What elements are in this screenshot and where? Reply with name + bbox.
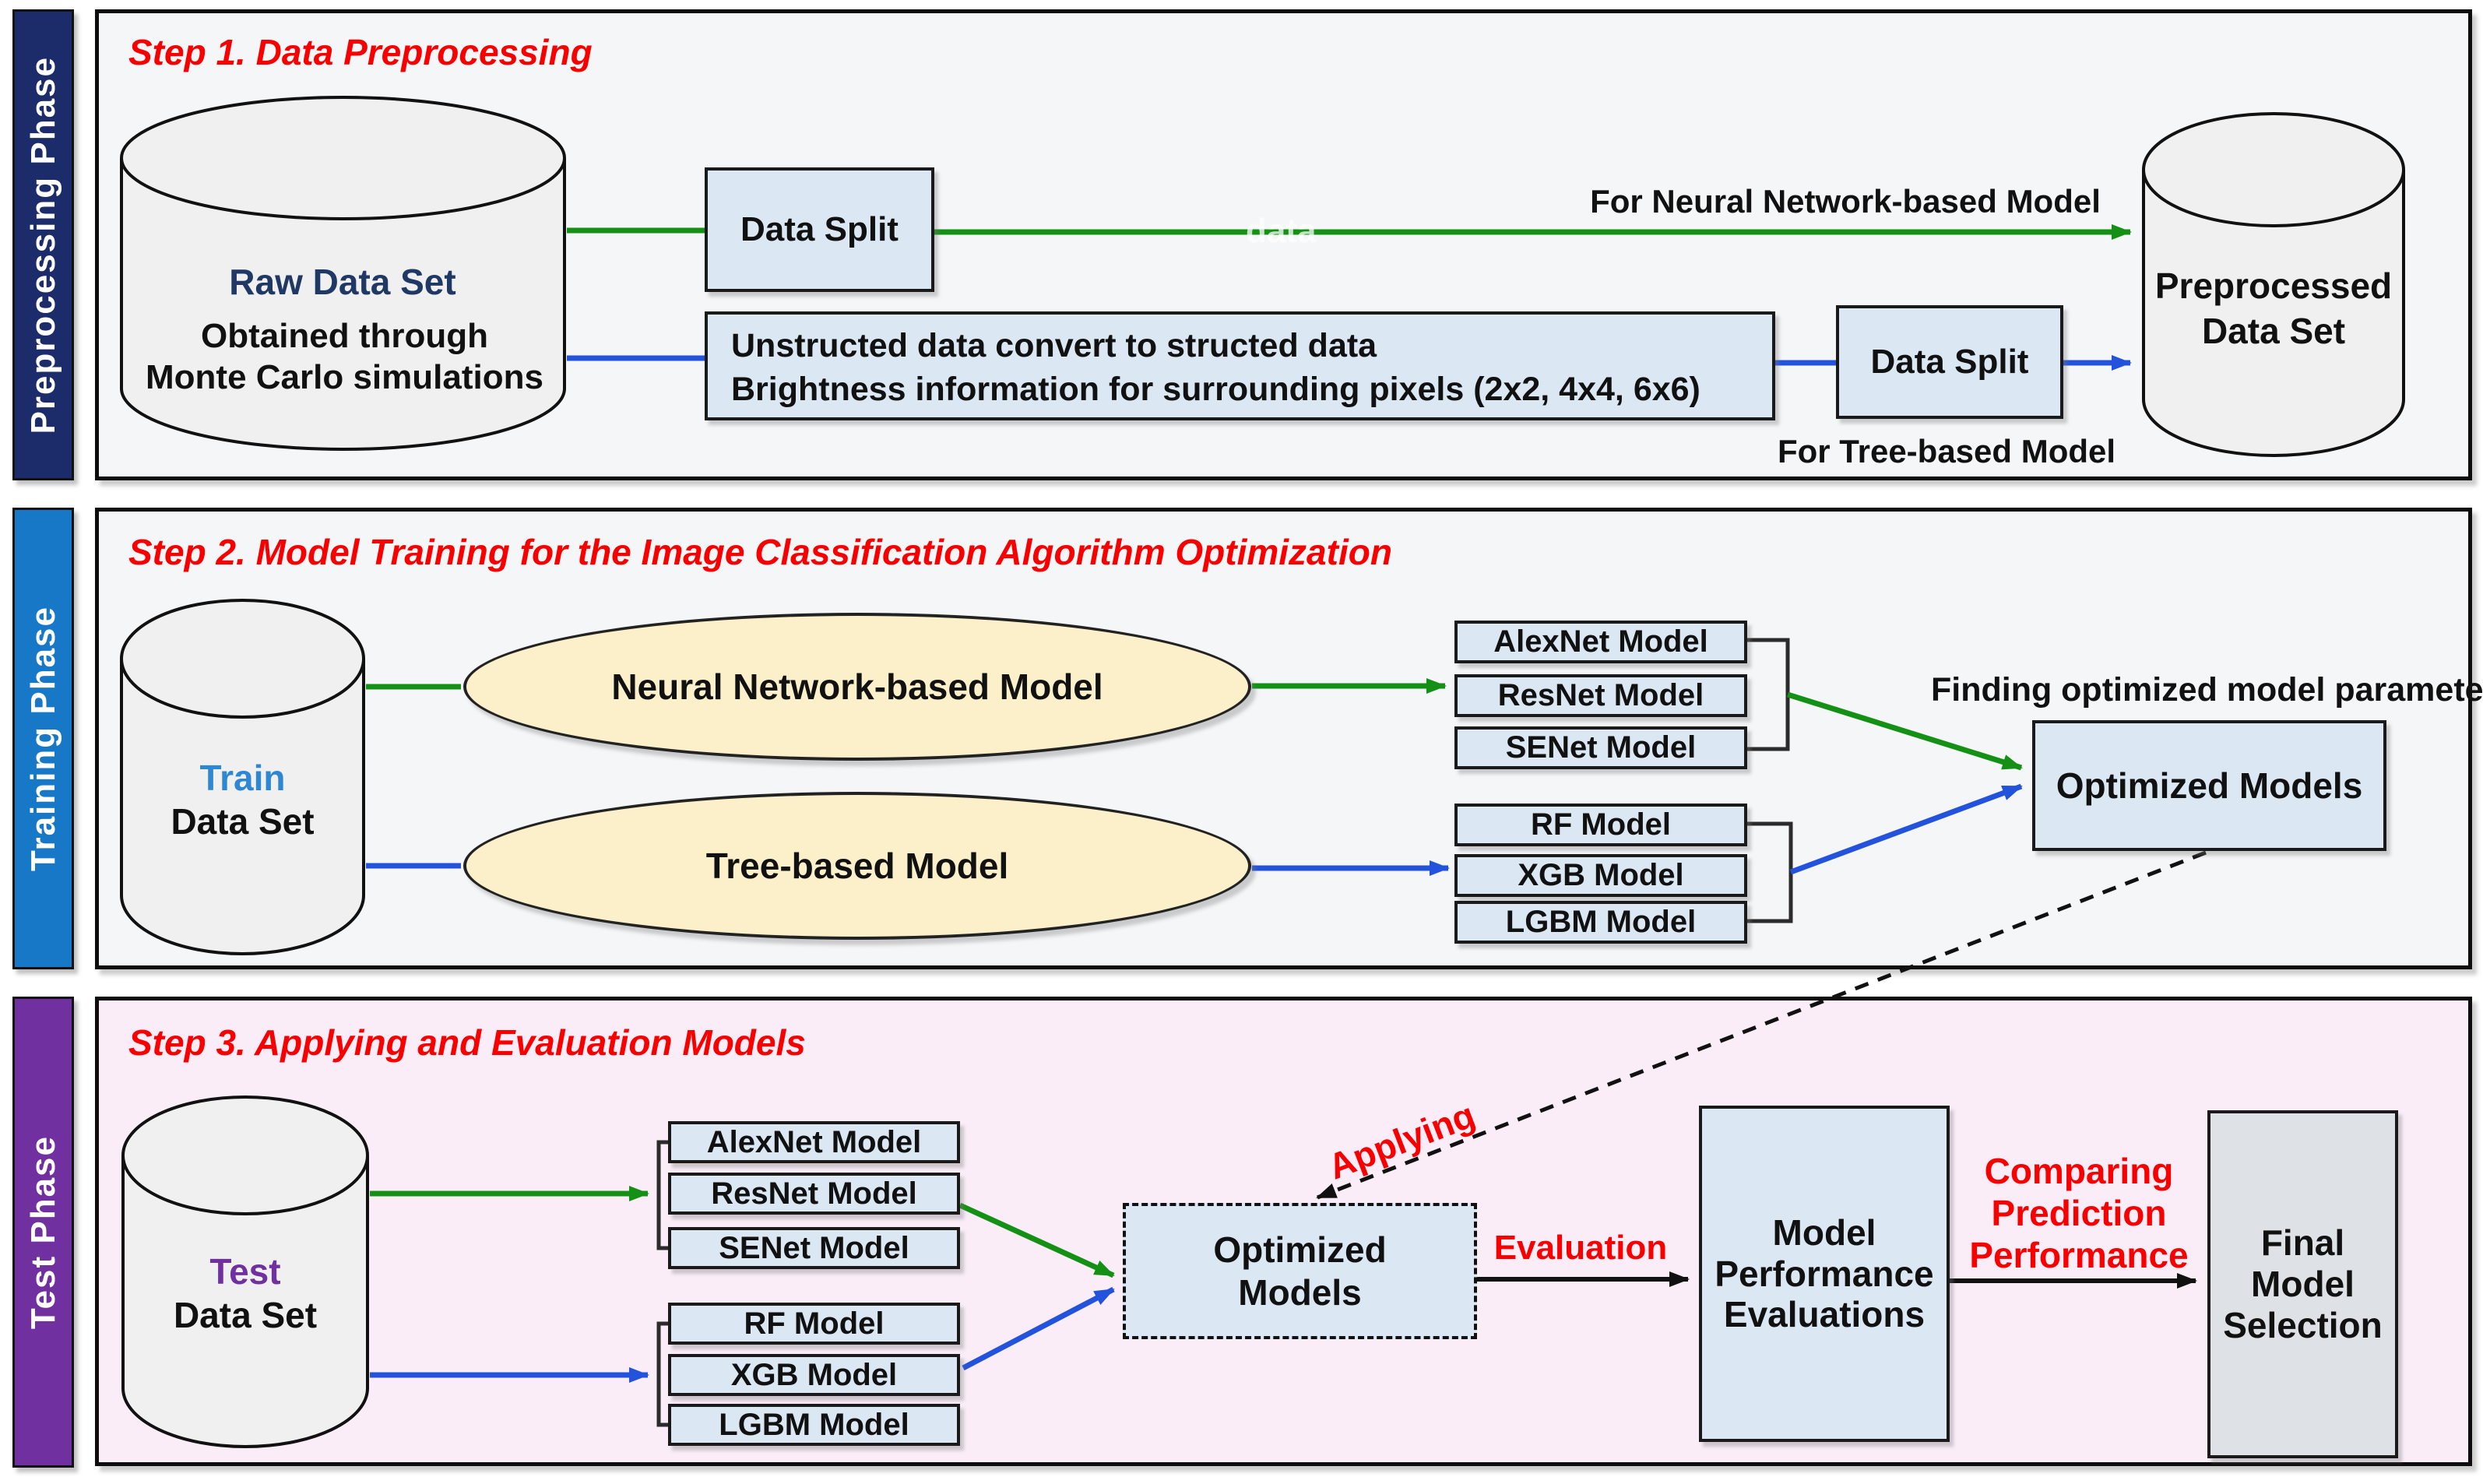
final-line1: Final	[2260, 1222, 2345, 1264]
train-dataset-cylinder	[120, 599, 365, 955]
preprocessed-line1: Preprocessed	[2154, 266, 2393, 306]
sidebar-test-label: Test Phase	[23, 1134, 62, 1330]
raw-dataset-cylinder	[120, 96, 566, 451]
optimized-test-line2: Models	[1238, 1271, 1362, 1313]
raw-dataset-subtitle-line2: Monte Carlo simulations	[146, 358, 543, 396]
preprocessed-dataset-label: Preprocessed Data Set	[2141, 263, 2406, 353]
mpe-line2: Performance	[1715, 1253, 1934, 1294]
p3-xgb-box: XGB Model	[668, 1354, 960, 1396]
p3-senet-box: SENet Model	[668, 1227, 960, 1269]
data-watermark: data	[1246, 212, 1317, 250]
p3-resnet-box: ResNet Model	[668, 1173, 960, 1215]
raw-dataset-subtitle-line1: Obtained through	[200, 317, 489, 355]
nn-model-ellipse: Neural Network-based Model	[463, 613, 1251, 761]
p2-xgb-box: XGB Model	[1454, 854, 1747, 897]
p3-rf-box: RF Model	[668, 1303, 960, 1345]
train-dataset-label: Data Set	[171, 801, 315, 842]
raw-dataset-subtitle: Obtained through Monte Carlo simulations	[121, 315, 568, 398]
optimized-test-line1: Optimized	[1213, 1229, 1387, 1271]
comparing-performance-label: Comparing Prediction Performance	[1947, 1150, 2211, 1276]
step1-title: Step 1. Data Preprocessing	[128, 32, 593, 72]
mpe-line3: Evaluations	[1723, 1294, 1926, 1335]
p3-lgbm-box: LGBM Model	[668, 1404, 960, 1446]
sidebar-preprocessing-phase: Preprocessing Phase	[12, 9, 74, 480]
comparing-line1: Comparing	[1984, 1151, 2174, 1191]
test-label: Test	[209, 1251, 281, 1292]
mpe-line1: Model	[1772, 1211, 1876, 1253]
tree-model-ellipse: Tree-based Model	[463, 792, 1251, 940]
comparing-line2: Prediction	[1991, 1193, 2167, 1233]
p2-alexnet-box: AlexNet Model	[1454, 621, 1747, 663]
final-line3: Selection	[2223, 1304, 2383, 1345]
model-performance-evaluations-box: Model Performance Evaluations	[1699, 1106, 1950, 1442]
evaluation-label: Evaluation	[1493, 1229, 1668, 1267]
preprocessed-dataset-cylinder	[2142, 112, 2405, 457]
sidebar-training-phase: Training Phase	[12, 508, 74, 969]
train-label: Train	[199, 758, 286, 798]
p2-senet-box: SENet Model	[1454, 726, 1747, 769]
test-dataset-cylinder	[121, 1095, 369, 1448]
comparing-line3: Performance	[1969, 1235, 2189, 1275]
test-dataset-label: Data Set	[173, 1295, 318, 1335]
convert-box: Unstructed data convert to structed data…	[705, 311, 1775, 420]
preprocessed-line2: Data Set	[2201, 311, 2346, 351]
p2-lgbm-box: LGBM Model	[1454, 901, 1747, 944]
sidebar-training-label: Training Phase	[23, 606, 62, 871]
p3-alexnet-box: AlexNet Model	[668, 1121, 960, 1163]
raw-dataset-title: Raw Data Set	[229, 262, 456, 302]
p2-rf-box: RF Model	[1454, 804, 1747, 846]
convert-box-line2: Brightness information for surrounding p…	[731, 371, 1700, 408]
data-split-box-1: Data Split	[705, 167, 934, 292]
final-model-selection-box: Final Model Selection	[2207, 1110, 2398, 1458]
nn-route-label: For Neural Network-based Model	[1590, 183, 2101, 220]
optimized-models-box-training: Optimized Models	[2032, 720, 2386, 851]
convert-box-line1: Unstructed data convert to structed data	[731, 327, 1377, 364]
sidebar-test-phase: Test Phase	[12, 997, 74, 1468]
tree-route-label: For Tree-based Model	[1777, 433, 2116, 469]
final-line2: Model	[2251, 1264, 2355, 1305]
p2-resnet-box: ResNet Model	[1454, 674, 1747, 717]
step3-title: Step 3. Applying and Evaluation Models	[128, 1022, 806, 1063]
finding-parameters-label: Finding optimized model parameters	[1931, 671, 2483, 709]
step2-title: Step 2. Model Training for the Image Cla…	[128, 532, 1392, 572]
data-split-box-2: Data Split	[1836, 305, 2063, 419]
optimized-models-box-test: Optimized Models	[1123, 1203, 1477, 1339]
sidebar-preprocessing-label: Preprocessing Phase	[23, 55, 62, 434]
